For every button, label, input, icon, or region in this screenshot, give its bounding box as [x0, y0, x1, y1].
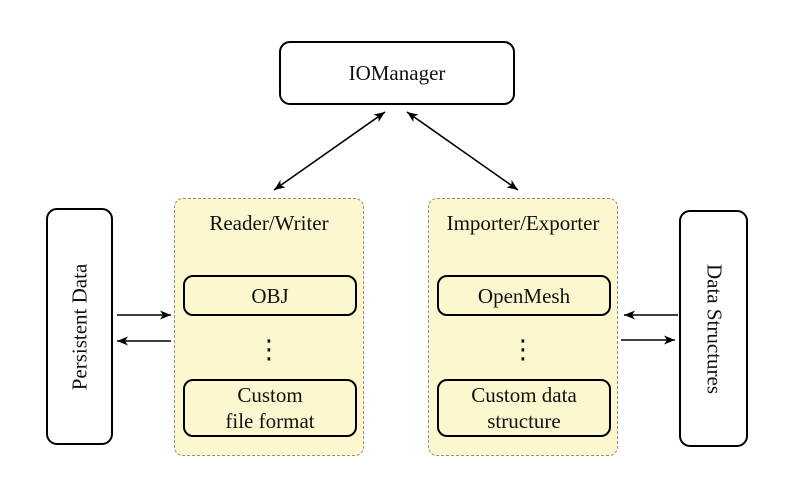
persistent-data-node: Persistent Data — [46, 208, 113, 445]
importer-exporter-title: Importer/Exporter — [446, 211, 600, 235]
custom-file-format-box: Custom file format — [183, 379, 357, 437]
openmesh-box: OpenMesh — [437, 275, 611, 316]
group-importer-exporter: Importer/Exporter OpenMesh ⋮ Custom data… — [428, 198, 618, 456]
edge-iomanager-reader-writer — [273, 111, 386, 191]
iomanager-label: IOManager — [348, 60, 446, 85]
reader-writer-title: Reader/Writer — [209, 211, 329, 235]
custom-data-structure-label: Custom data structure — [471, 383, 577, 433]
data-structures-node: Data Structures — [679, 210, 748, 447]
edge-iomanager-importer-exporter — [406, 111, 519, 191]
obj-label: OBJ — [251, 283, 289, 308]
group-reader-writer: Reader/Writer OBJ ⋮ Custom file format — [174, 198, 364, 456]
custom-file-format-label: Custom file format — [225, 383, 315, 433]
reader-writer-ellipsis: ⋮ — [175, 327, 363, 373]
custom-data-structure-box: Custom data structure — [437, 379, 611, 437]
vertical-ellipsis-icon: ⋮ — [510, 335, 536, 365]
openmesh-label: OpenMesh — [477, 283, 571, 308]
obj-box: OBJ — [183, 275, 357, 316]
importer-exporter-ellipsis: ⋮ — [429, 327, 617, 373]
vertical-ellipsis-icon: ⋮ — [256, 335, 282, 365]
persistent-data-label: Persistent Data — [67, 263, 91, 390]
data-structures-label: Data Structures — [702, 263, 726, 394]
iomanager-node: IOManager — [279, 41, 515, 105]
